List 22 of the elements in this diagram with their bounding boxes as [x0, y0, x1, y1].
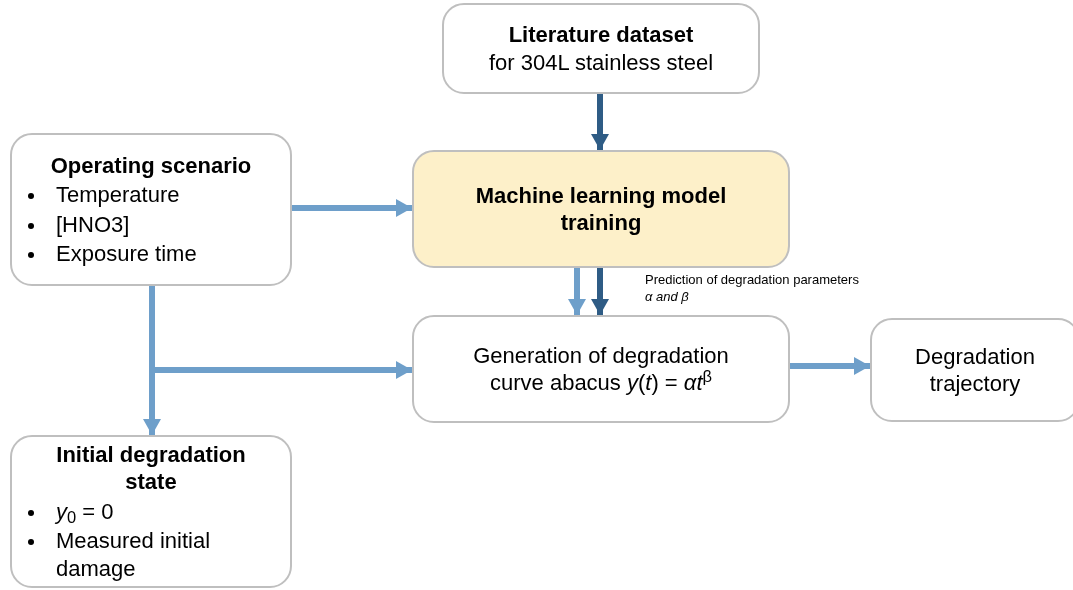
process-box: [442, 3, 760, 94]
process-box-highlighted: [412, 150, 790, 268]
box-text: Machine learning model training: [474, 181, 728, 237]
bullet-item: [HNO3]: [28, 210, 274, 238]
arrow: [292, 199, 412, 217]
bullet-item: y$_{0}$ = 0: [28, 497, 274, 526]
box-text: Degradation trajectory: [914, 342, 1036, 398]
process-box: [10, 133, 292, 286]
process-box: [412, 315, 790, 423]
process-box: [870, 318, 1073, 422]
arrow: [591, 94, 609, 150]
process-box: [10, 435, 292, 588]
bullet-item: Measured initial damage: [28, 527, 274, 583]
bullet-item: Temperature: [28, 181, 274, 209]
arrow: [591, 268, 609, 315]
bullet-item: Exposure time: [28, 240, 274, 268]
box-text: Generation of degradation curve abacus y(t) = αt$^{β}$: [472, 341, 730, 397]
box-text: for 304L stainless steel: [488, 48, 714, 76]
arrow: [790, 357, 870, 375]
box-heading: Literature dataset: [508, 21, 694, 49]
box-heading: Operating scenario: [49, 151, 253, 179]
arrow: [568, 268, 586, 315]
